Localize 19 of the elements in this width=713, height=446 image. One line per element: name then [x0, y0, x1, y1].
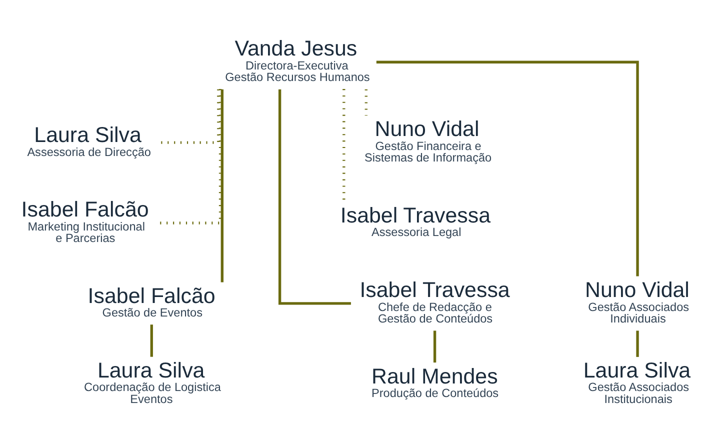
connector: [278, 89, 351, 305]
node-text: Nuno Vidal Gestão Associados Individuais: [584, 278, 690, 326]
connector: [158, 89, 220, 144]
node-text: Isabel Falcão Marketing Institucional e Parcerias: [21, 198, 149, 246]
node-text: Nuno Vidal Gestão Financeira e Sistemas de Informação: [364, 117, 492, 165]
node-text: Raul Mendes Produção de Conteúdos: [372, 364, 499, 400]
connector: [150, 324, 153, 357]
connector: [220, 89, 224, 282]
node-text: Laura Silva Coordenação de Logistica Eventos: [84, 358, 221, 406]
node-text: Isabel Travessa Assessoria Legal: [340, 203, 491, 240]
node-text: Isabel Falcão Gestão de Eventos: [88, 284, 216, 320]
node-text: Laura Silva Assessoria de Direcção: [27, 123, 151, 159]
connector: [636, 330, 639, 357]
connector: [158, 89, 222, 224]
connector: [433, 330, 436, 363]
node-text: Isabel Travessa Chefe de Redacção e Gestão de Conteúdos: [360, 278, 510, 326]
connector: [376, 60, 639, 276]
node-text: Vanda Jesus Directora-Executiva Gestão Recursos Humanos: [225, 36, 370, 84]
node-text: Laura Silva Gestão Associados Institucionais: [583, 358, 691, 406]
